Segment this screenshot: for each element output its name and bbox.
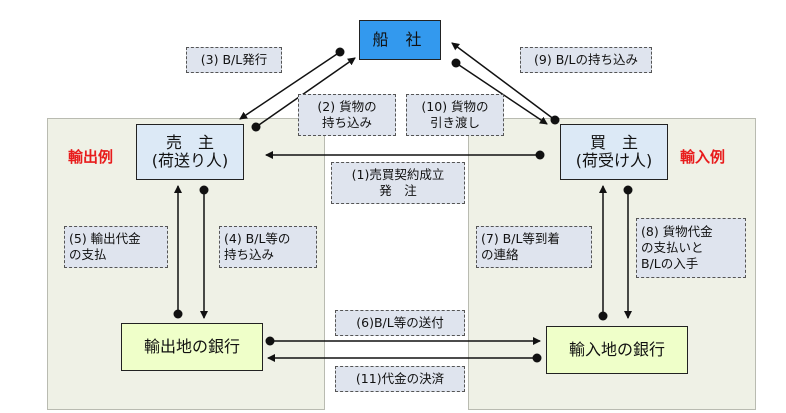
shipping-company-node: 船 社 [359, 20, 441, 60]
shipping-company-label: 船 社 [372, 29, 428, 49]
seller-subtitle: (荷送り人) [151, 151, 229, 170]
seller-title: 売 主 [165, 132, 214, 152]
import-bank-node: 輸入地の銀行 [546, 326, 688, 374]
step-5-label: (5) 輸出代金 の支払 [64, 226, 168, 268]
arrow-bl-issue [239, 51, 341, 120]
arrow-cargo-handover [455, 62, 548, 125]
buyer-title: 買 主 [589, 132, 638, 152]
step-2-label: (2) 貨物の 持ち込み [298, 94, 396, 136]
step-11-label: (11)代金の決済 [335, 366, 465, 392]
step-8-label: (8) 貨物代金 の支払いと B/Lの入手 [636, 218, 746, 278]
step-6-label: (6)B/L等の送付 [335, 310, 465, 336]
export-bank-label: 輸出地の銀行 [143, 336, 240, 356]
export-bank-node: 輸出地の銀行 [121, 323, 263, 371]
step-4-label: (4) B/L等の 持ち込み [219, 226, 317, 268]
step-10-label: (10) 貨物の 引き渡し [406, 94, 504, 136]
step-9-label: (9) B/Lの持ち込み [520, 47, 652, 73]
step-7-label: (7) B/L等到着 の連絡 [476, 226, 592, 268]
step-1-label: (1)売買契約成立 発 注 [331, 162, 465, 204]
seller-node: 売 主 (荷送り人) [136, 124, 244, 180]
buyer-node: 買 主 (荷受け人) [560, 124, 668, 180]
import-bank-label: 輸入地の銀行 [568, 339, 665, 359]
arrow-cargo-delivery [255, 57, 356, 128]
export-side-label: 輸出例 [68, 148, 114, 166]
step-3-label: (3) B/L発行 [186, 47, 282, 73]
import-side-label: 輸入例 [680, 148, 726, 166]
buyer-subtitle: (荷受け人) [575, 151, 653, 170]
arrow-bl-bring [451, 42, 556, 121]
